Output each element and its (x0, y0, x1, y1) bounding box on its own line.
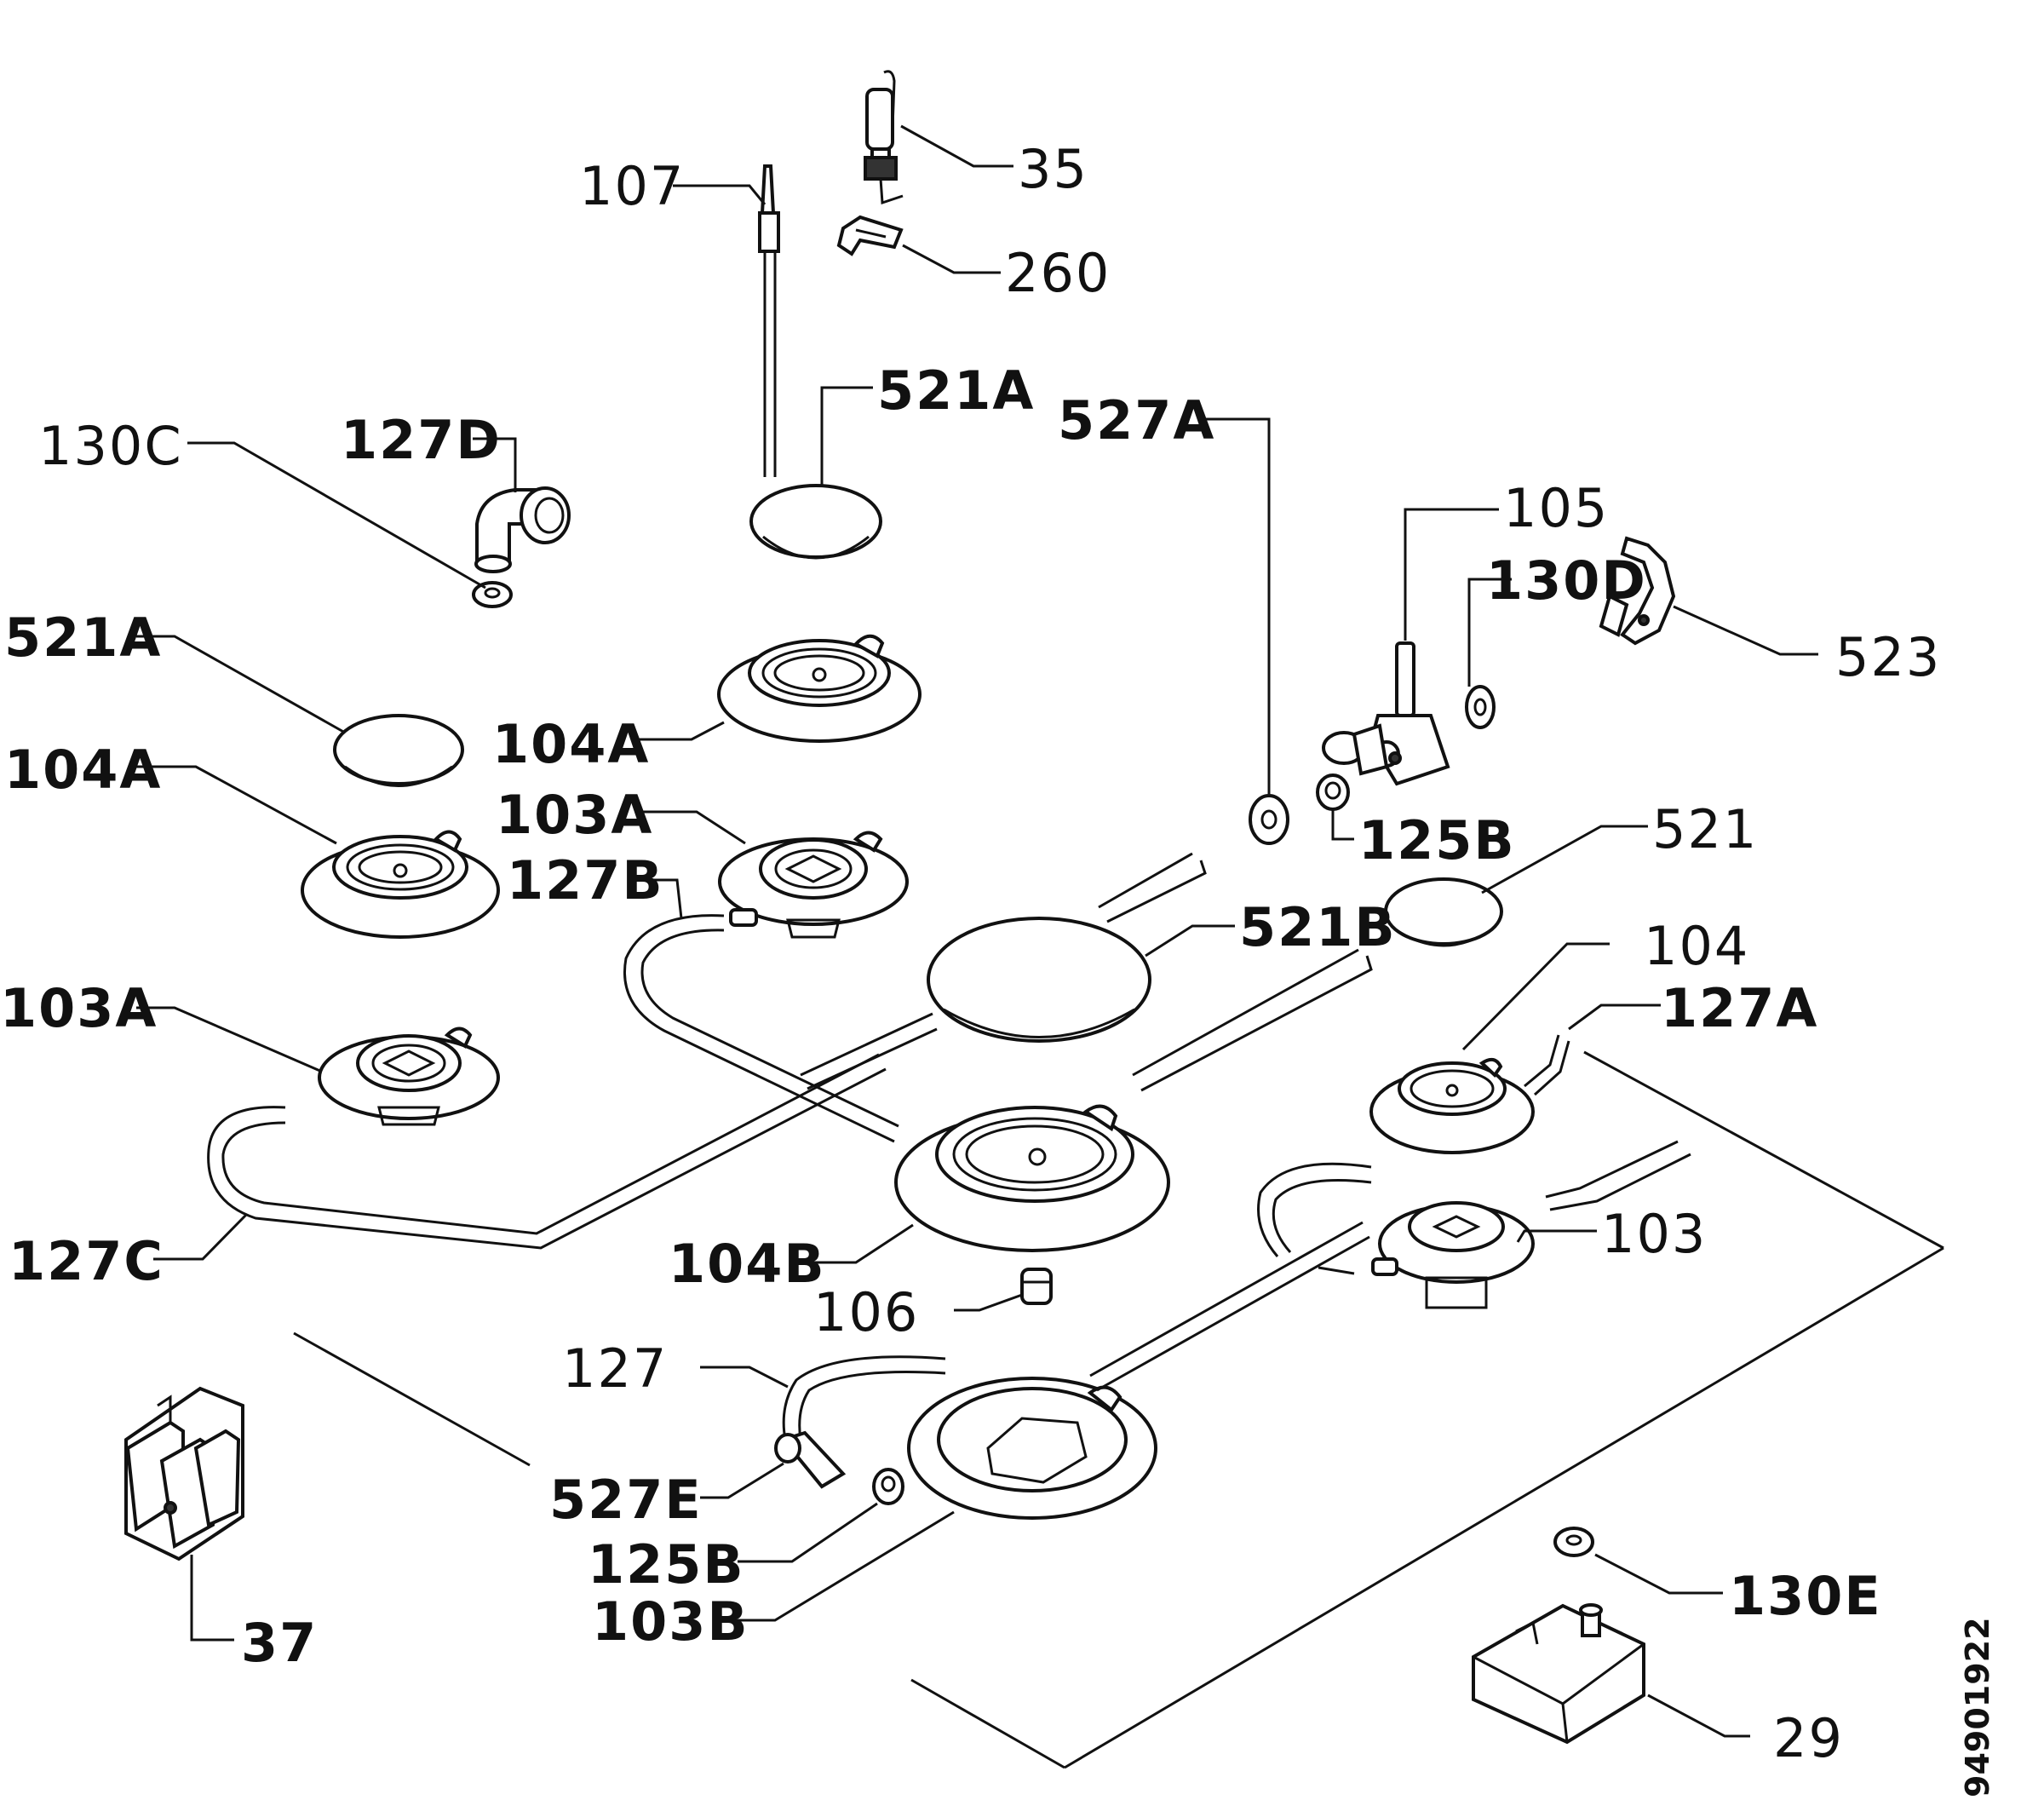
label-107: 107 (579, 155, 685, 217)
part-37-terminal-block (124, 1386, 244, 1561)
label-105: 105 (1503, 477, 1609, 539)
label-127D: 127D (341, 409, 502, 471)
part-106-injector (1020, 1268, 1053, 1305)
part-521A-cap-top (749, 484, 882, 560)
part-127A-tube (1524, 1034, 1570, 1096)
part-105-valve (1322, 641, 1450, 786)
part-527E-fitting (774, 1430, 847, 1489)
part-103A-base-mid (718, 831, 909, 939)
label-523: 523 (1835, 626, 1941, 688)
label-130C: 130C (38, 415, 183, 477)
part-521B-cap-large (927, 917, 1151, 1043)
part-127B-tube (623, 914, 899, 1143)
leader-lines (136, 124, 1818, 1738)
part-130D-washer (1465, 685, 1496, 729)
part-29-ignition-box (1472, 1603, 1645, 1745)
part-125B-nozzle-bottom (872, 1468, 904, 1505)
label-527A: 527A (1058, 389, 1215, 451)
label-35: 35 (1018, 138, 1088, 200)
label-127: 127 (562, 1337, 668, 1400)
label-103A-left: 103A (0, 977, 158, 1039)
label-130E: 130E (1729, 1565, 1882, 1627)
part-521-cap-right (1384, 877, 1503, 947)
label-104A-left: 104A (4, 739, 162, 801)
label-521A-top: 521A (877, 359, 1035, 422)
label-104B: 104B (669, 1233, 826, 1295)
part-107-thermocouple (758, 164, 780, 477)
label-125B-bottom: 125B (588, 1533, 745, 1596)
drawing-number: 94901922 (1959, 1617, 1996, 1797)
part-130E-washer (1553, 1527, 1594, 1557)
part-104A-burner-mid (717, 634, 922, 743)
part-104A-burner-left (301, 830, 500, 939)
label-106: 106 (813, 1281, 919, 1343)
label-37: 37 (241, 1612, 318, 1674)
hob-outline (293, 1050, 1944, 1769)
label-521: 521 (1652, 798, 1758, 860)
part-labels: 35 260 107 521A 527A 130C 127D 105 130D … (0, 138, 1996, 1797)
part-104-burner-right (1369, 1057, 1535, 1154)
label-130D: 130D (1486, 549, 1647, 612)
label-103: 103 (1601, 1203, 1707, 1265)
part-103-base-right (1257, 1140, 1691, 1309)
label-125B-top: 125B (1358, 809, 1516, 871)
label-260: 260 (1005, 242, 1111, 304)
part-104B-burner-large (894, 1104, 1170, 1252)
part-103A-base-left (318, 1027, 500, 1126)
label-127C: 127C (9, 1230, 164, 1292)
label-104A-mid: 104A (492, 713, 650, 775)
label-127B: 127B (507, 849, 664, 912)
label-29: 29 (1773, 1707, 1844, 1769)
part-35-electrode (864, 70, 904, 205)
label-104: 104 (1644, 915, 1749, 977)
part-130C-washer (472, 581, 513, 608)
label-527E: 527E (549, 1469, 703, 1531)
label-103B: 103B (592, 1590, 749, 1653)
part-125B-nozzle-top (1316, 773, 1350, 811)
part-521A-cap-left (333, 714, 464, 787)
part-523-bracket (1599, 536, 1676, 646)
part-527A-nut (1249, 794, 1289, 845)
label-521A-left: 521A (4, 607, 162, 669)
part-103B-base-large (907, 1221, 1370, 1520)
label-103A-mid: 103A (496, 784, 653, 846)
label-127A: 127A (1661, 977, 1818, 1039)
part-127-tube (782, 1355, 946, 1441)
part-127C-tube (207, 1053, 887, 1250)
part-260-clip (836, 215, 904, 256)
part-127D-elbow (474, 486, 571, 573)
label-521B: 521B (1239, 896, 1397, 958)
